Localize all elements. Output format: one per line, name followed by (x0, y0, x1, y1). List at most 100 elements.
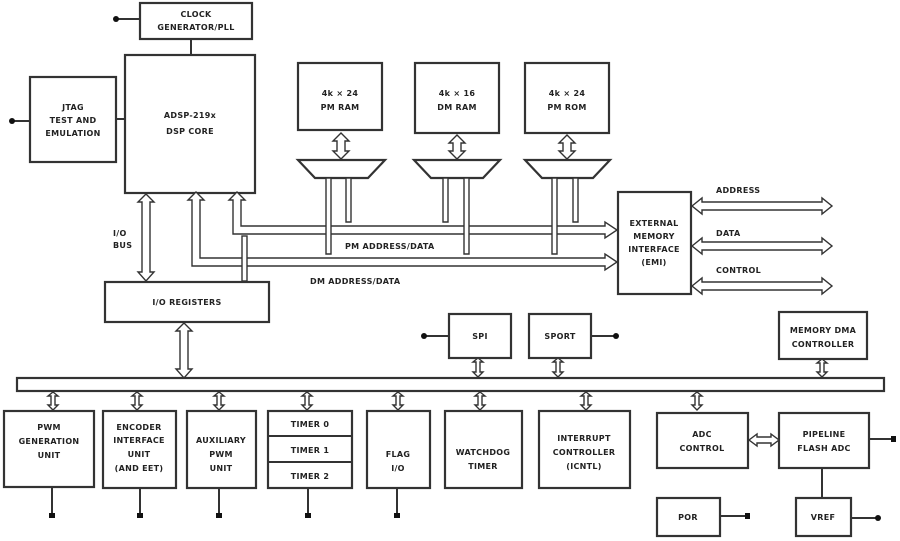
pm-bus-label: PM ADDRESS/DATA (345, 242, 435, 251)
emi-block: EXTERNAL MEMORY INTERFACE (EMI) (616, 190, 693, 296)
pwm-gen-label-2: GENERATION (19, 437, 80, 446)
pm-ram-box (296, 61, 384, 132)
sport-label: SPORT (544, 332, 575, 341)
watchdog-box (443, 409, 524, 490)
interrupt-label-1: INTERRUPT (557, 434, 611, 443)
jtag-label-3: EMULATION (45, 129, 100, 138)
pm-ram-mux (295, 158, 388, 180)
flag-io-label-2: I/O (391, 464, 405, 473)
encoder-pin (137, 513, 143, 518)
adc-control-label-2: CONTROL (680, 444, 725, 453)
memory-dma-label-1: MEMORY DMA (790, 326, 857, 335)
bottom-bus-arrows (46, 391, 704, 411)
jtag-pin (9, 118, 15, 124)
sport-bus-arrow (551, 357, 565, 378)
pm-ram-label-2: PM RAM (321, 103, 360, 112)
pm-address-data-bus (227, 191, 619, 240)
interrupt-bus-arrow (579, 391, 593, 411)
vref-label: VREF (811, 513, 835, 522)
sport-pin (613, 333, 619, 339)
dm-ram-mux-pm-line (442, 177, 449, 223)
emi-label-1: EXTERNAL (629, 219, 678, 228)
memory-muxes (295, 158, 613, 180)
data-bus-arrow (690, 236, 834, 256)
pipeline-adc-box (777, 411, 871, 470)
watchdog-label-1: WATCHDOG (456, 448, 510, 457)
io-bus-label-1: I/O (113, 229, 127, 238)
io-registers-label: I/O REGISTERS (152, 298, 221, 307)
spi-box (447, 312, 513, 360)
emi-box (616, 190, 693, 296)
pwm-gen-label-1: PWM (37, 423, 61, 432)
pwm-generation-box (2, 409, 96, 489)
clock-label-1: CLOCK (180, 10, 212, 19)
watchdog-label-2: TIMER (468, 462, 498, 471)
vref-block: VREF (794, 496, 881, 538)
external-buses: ADDRESS DATA CONTROL (690, 186, 834, 296)
encoder-label-3: UNIT (128, 450, 151, 459)
por-block: POR (655, 496, 750, 538)
dsp-core-label-1: ADSP-219x (164, 111, 217, 120)
pipeline-adc-block: PIPELINE FLASH ADC (777, 411, 896, 498)
jtag-block: JTAG TEST AND EMULATION (9, 75, 125, 164)
clock-generator-block: CLOCK GENERATOR/PLL (113, 1, 254, 55)
watchdog-block: WATCHDOG TIMER (443, 409, 524, 490)
encoder-label-4: (AND EET) (115, 464, 164, 473)
encoder-box (101, 409, 178, 490)
flag-io-block: FLAG I/O (365, 409, 432, 518)
dm-ram-label-1: 4k × 16 (439, 89, 476, 98)
sport-block: SPORT (527, 312, 619, 378)
control-bus-arrow (690, 276, 834, 296)
aux-pwm-label-1: AUXILIARY (196, 436, 246, 445)
flag-io-box (365, 409, 432, 490)
spi-label: SPI (472, 332, 488, 341)
io-registers-block: I/O REGISTERS (103, 280, 271, 380)
pm-ram-mux-pm-line (345, 177, 352, 223)
pm-rom-block: 4k × 24 PM ROM (523, 61, 611, 135)
aux-pwm-label-3: UNIT (210, 464, 233, 473)
pipeline-adc-pin (891, 436, 896, 442)
pm-rom-mux (522, 158, 613, 180)
pm-ram-mux-dm-line (325, 177, 332, 255)
pwm-gen-pin (49, 513, 55, 518)
io-registers-box (103, 280, 271, 324)
memory-dma-box (777, 310, 869, 361)
pipeline-adc-label-2: FLASH ADC (797, 444, 850, 453)
dm-ram-mux (411, 158, 503, 180)
pm-rom-mux-dm-line (551, 177, 558, 255)
dm-bus-label: DM ADDRESS/DATA (310, 277, 401, 286)
adc-control-box (655, 411, 750, 470)
aux-pwm-block: AUXILIARY PWM UNIT (185, 409, 258, 518)
adc-control-pipeline-arrow (747, 432, 781, 448)
interrupt-controller-box (537, 409, 632, 490)
encoder-label-2: INTERFACE (113, 436, 165, 445)
core-buses (136, 191, 619, 283)
clock-label-2: GENERATOR/PLL (157, 23, 234, 32)
pm-rom-label-1: 4k × 24 (549, 89, 586, 98)
dsp-core-block: ADSP-219x DSP CORE (123, 53, 257, 195)
vref-pin (875, 515, 881, 521)
adc-control-block: ADC CONTROL (655, 411, 781, 470)
io-register-tap (241, 235, 248, 282)
jtag-label-1: JTAG (61, 103, 84, 112)
dsp-core-box (123, 53, 257, 195)
data-label: DATA (716, 229, 741, 238)
address-bus-arrow (690, 196, 834, 216)
pipeline-adc-label-1: PIPELINE (803, 430, 846, 439)
emi-label-2: MEMORY (633, 232, 675, 241)
spi-pin (421, 333, 427, 339)
memory-dma-label-2: CONTROLLER (792, 340, 855, 349)
dm-address-data-bus (186, 191, 619, 272)
aux-pwm-bus-arrow (212, 391, 226, 411)
timers-pin (305, 513, 311, 518)
por-pin (745, 513, 750, 519)
dm-ram-box (413, 61, 501, 135)
emi-label-4: (EMI) (641, 258, 666, 267)
timers-block: TIMER 0 TIMER 1 TIMER 2 (266, 409, 354, 518)
interrupt-label-3: (ICNTL) (566, 462, 602, 471)
timer-1-label: TIMER 1 (291, 446, 330, 455)
watchdog-bus-arrow (473, 391, 487, 411)
aux-pwm-pin (216, 513, 222, 518)
memory-dma-bus-arrow (815, 358, 829, 378)
